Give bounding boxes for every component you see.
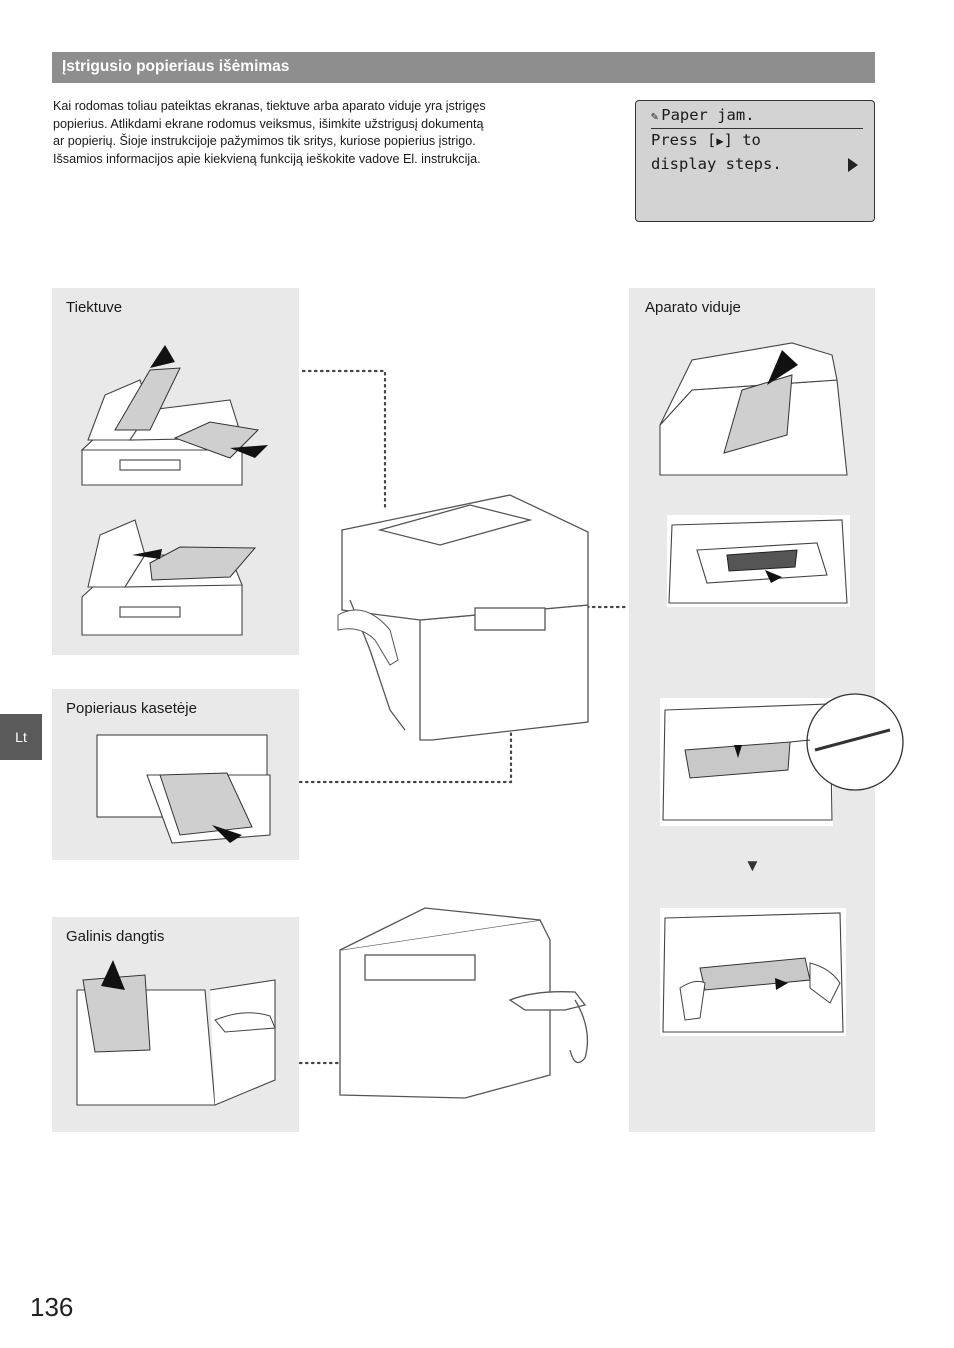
inside-jam-illustration-4 <box>660 908 846 1036</box>
paper-jam-icon: ✎ <box>651 109 659 123</box>
cassette-jam-illustration <box>96 734 271 844</box>
intro-text: Kai rodomas toliau pateiktas ekranas, ti… <box>53 98 573 168</box>
printer-main-illustration <box>337 494 589 741</box>
next-arrow-icon <box>848 158 858 172</box>
feeder-jam-illustration-2 <box>81 519 257 636</box>
language-tab: Lt <box>0 714 42 760</box>
lcd-line-1-text: Paper jam. <box>661 106 755 124</box>
page-number: 136 <box>30 1292 74 1322</box>
rear-cover-jam-illustration <box>76 960 276 1106</box>
intro-line-4: Išsamios informacijos apie kiekvieną fun… <box>53 151 481 166</box>
intro-line-2: popierius. Atlikdami ekrane rodomus veik… <box>53 116 484 131</box>
lcd-line-2-pre: Press [ <box>651 131 717 149</box>
panel-inside-label: Aparato viduje <box>645 299 741 316</box>
step-down-arrow-icon: ▼ <box>744 856 761 875</box>
intro-line-1: Kai rodomas toliau pateiktas ekranas, ti… <box>53 99 486 113</box>
lcd-display: ✎Paper jam. Press [▶] to display steps. <box>635 100 875 222</box>
section-header: Įstrigusio popieriaus išėmimas <box>52 52 875 83</box>
lcd-line-2: Press [▶] to <box>651 129 874 153</box>
lcd-line-2-post: ] to <box>723 131 761 149</box>
panel-cassette-label: Popieriaus kasetėje <box>66 700 197 717</box>
inside-jam-illustration-1 <box>659 342 848 476</box>
feeder-jam-illustration-1 <box>80 345 268 486</box>
panel-rear-cover-label: Galinis dangtis <box>66 928 165 945</box>
panel-feeder-label: Tiektuve <box>66 299 123 316</box>
intro-line-3: ar popierių. Šioje instrukcijoje pažymim… <box>53 134 476 148</box>
inside-jam-illustration-3 <box>660 693 904 826</box>
printer-rear-illustration <box>339 907 589 1099</box>
right-triangle-icon: ▶ <box>716 134 724 148</box>
inside-jam-illustration-2 <box>667 515 850 607</box>
lcd-line-1: ✎Paper jam. <box>651 104 863 129</box>
section-title: Įstrigusio popieriaus išėmimas <box>62 58 290 75</box>
lcd-line-3: display steps. <box>651 155 782 173</box>
